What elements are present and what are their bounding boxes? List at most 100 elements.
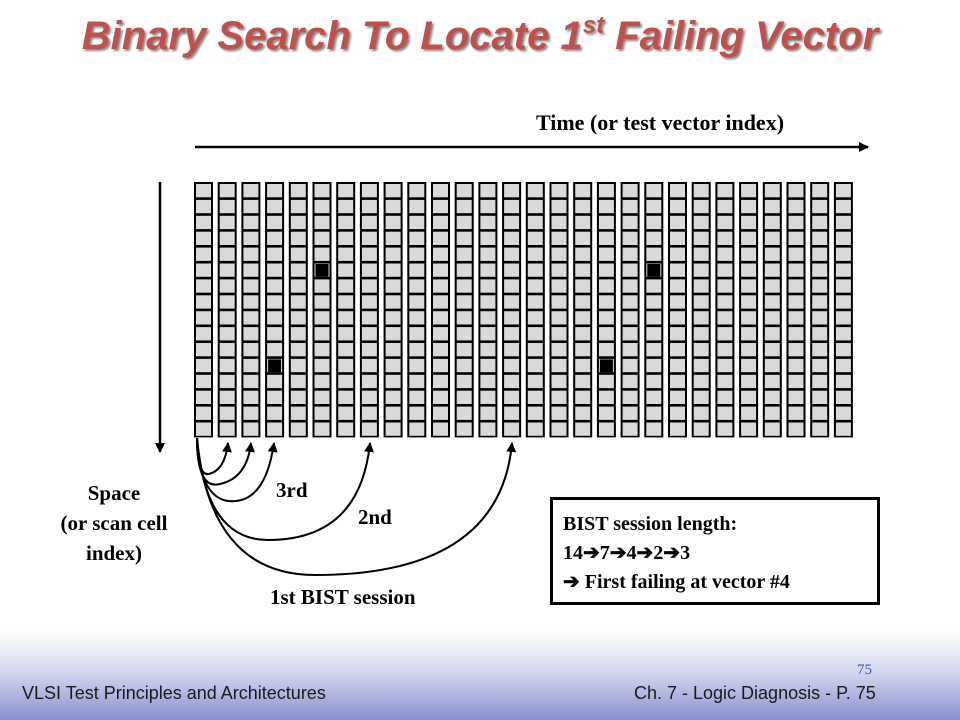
footer-band (0, 630, 960, 720)
scan-cell (622, 215, 638, 230)
scan-cell (788, 215, 804, 230)
scan-cell (835, 215, 851, 230)
scan-cell (622, 390, 638, 404)
scan-cell (219, 327, 235, 341)
scan-cell (764, 374, 780, 389)
scan-cell (267, 231, 283, 245)
scan-cell (717, 231, 733, 245)
scan-cell (361, 247, 377, 261)
scan-cell (575, 406, 591, 420)
column-outline (573, 182, 593, 438)
arc-third-session (196, 437, 278, 503)
scan-cell (243, 279, 259, 293)
scan-cell (314, 390, 330, 404)
scan-cell (670, 311, 685, 325)
scan-cell (504, 327, 520, 341)
scan-cell (361, 311, 377, 325)
scan-cell (670, 343, 685, 357)
scan-cell (598, 279, 614, 293)
third-session-label: 3rd (276, 478, 308, 502)
scan-cell (717, 263, 733, 277)
scan-cell (788, 199, 804, 214)
scan-cell (741, 231, 757, 245)
scan-cell (267, 406, 283, 420)
scan-cell (456, 374, 472, 389)
vector-column (739, 182, 759, 438)
scan-cell (670, 390, 685, 404)
scan-cell (290, 215, 306, 230)
scan-cell (433, 184, 448, 198)
scan-cell (741, 406, 757, 420)
scan-cell (243, 247, 259, 261)
scan-cell (575, 358, 591, 373)
page-number: 75 (857, 662, 872, 678)
vector-column (383, 182, 403, 438)
scan-cell (527, 374, 543, 389)
scan-cell (480, 295, 496, 309)
scan-cell (219, 374, 235, 389)
scan-cell (575, 215, 591, 230)
vector-column (336, 182, 356, 438)
column-outline (668, 182, 687, 438)
sequence-arrow-icon: ➔ (583, 542, 600, 564)
scan-cell (717, 279, 733, 293)
scan-cell (598, 343, 614, 357)
scan-cell (219, 406, 235, 420)
vector-column (288, 182, 308, 438)
scan-cell (480, 247, 496, 261)
scan-cell (835, 184, 851, 198)
scan-cell (433, 422, 448, 436)
scan-cell (764, 295, 780, 309)
scan-cell (693, 199, 709, 214)
scan-cell (622, 295, 638, 309)
vector-column (454, 182, 474, 438)
scan-cell (551, 279, 567, 293)
scan-cell (456, 390, 472, 404)
scan-cell (338, 199, 354, 214)
scan-cell (551, 311, 567, 325)
column-outline (478, 182, 498, 438)
footer-course-title: VLSI Test Principles and Architectures (22, 683, 326, 703)
vector-column (359, 182, 379, 438)
scan-cell (527, 184, 543, 198)
scan-cell (788, 422, 804, 436)
scan-cell (196, 374, 211, 389)
scan-cell (243, 263, 259, 277)
scan-cell (598, 247, 614, 261)
scan-cell (196, 279, 211, 293)
scan-cell (788, 279, 804, 293)
scan-cell (314, 247, 330, 261)
scan-cell (551, 199, 567, 214)
scan-cell (196, 406, 211, 420)
column-outline (241, 182, 261, 438)
scan-cell (551, 358, 567, 373)
scan-cell (196, 295, 211, 309)
sequence-arrow-icon: ➔ (609, 542, 627, 564)
column-outline (715, 182, 735, 438)
scan-cell (314, 199, 330, 214)
scan-cell (196, 343, 211, 357)
scan-cell (314, 184, 330, 198)
scan-cell (385, 263, 401, 277)
scan-cell (290, 358, 306, 373)
scan-cell (646, 390, 662, 404)
vector-column (762, 182, 782, 438)
scan-cell (598, 295, 614, 309)
scan-cell (196, 215, 211, 230)
scan-cell (741, 374, 757, 389)
scan-cell (693, 295, 709, 309)
scan-cell (717, 311, 733, 325)
scan-cell (338, 295, 354, 309)
scan-cell (764, 231, 780, 245)
scan-cell (693, 327, 709, 341)
scan-cell (693, 390, 709, 404)
scan-cell (480, 199, 496, 214)
vector-column (668, 182, 687, 438)
scan-cell (575, 263, 591, 277)
scan-cell (314, 295, 330, 309)
scan-cell (433, 327, 448, 341)
scan-cell (835, 199, 851, 214)
scan-cell (219, 279, 235, 293)
scan-cell (409, 390, 425, 404)
